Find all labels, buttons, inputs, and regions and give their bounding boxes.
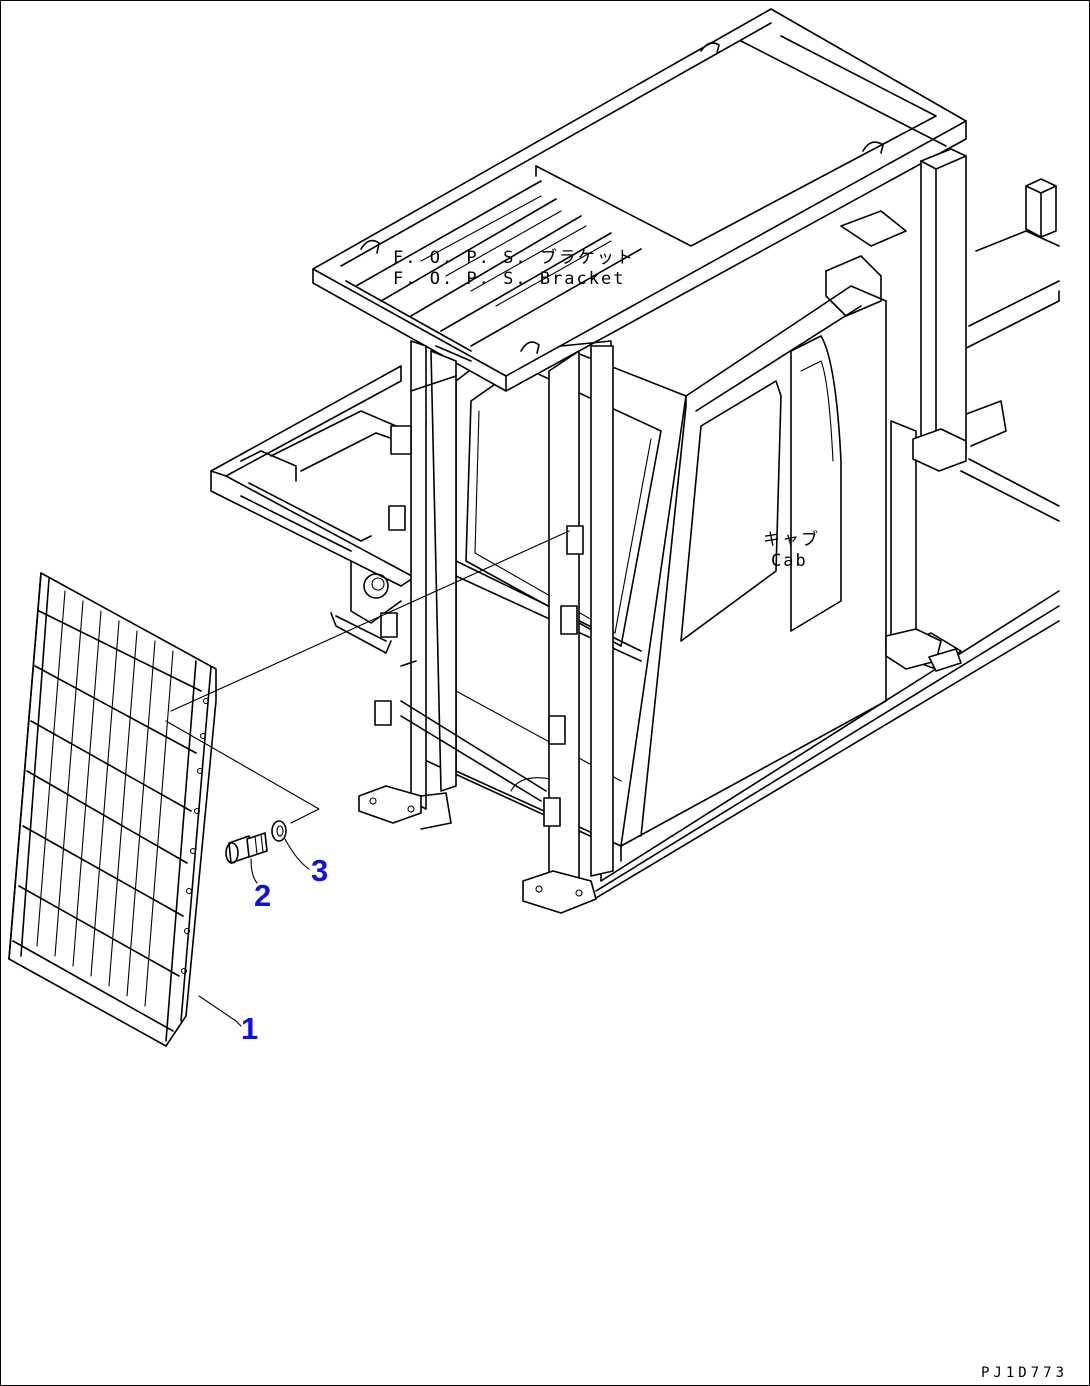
washer <box>271 820 287 842</box>
chassis-frame <box>210 178 1060 902</box>
callout-number-3: 3 <box>311 853 329 888</box>
fops-label-japanese: F. O. P. S. ブラケット <box>393 248 635 268</box>
cab-label-japanese: キャブ <box>763 530 820 550</box>
leader-lines <box>198 838 310 1027</box>
grating-guard <box>8 572 217 1047</box>
fops-bracket <box>312 8 967 914</box>
callout-number-1: 1 <box>241 1011 259 1046</box>
bolt <box>225 832 268 864</box>
drawing-code: PJ1D773 <box>981 1365 1069 1381</box>
fops-label-english: F. O. P. S. Bracket <box>393 269 626 289</box>
assembly-lines <box>165 530 570 824</box>
callout-number-2: 2 <box>254 878 272 913</box>
cab-label-english: Cab <box>771 551 808 571</box>
